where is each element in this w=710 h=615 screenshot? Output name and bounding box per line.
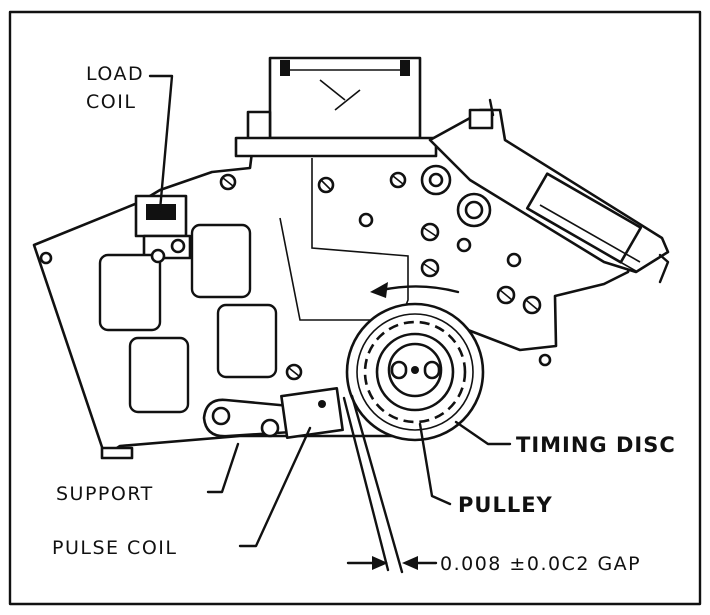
motor-housing — [234, 56, 438, 158]
label-load-coil-line1: LOAD — [86, 63, 144, 85]
leader-lines — [148, 74, 512, 548]
side-bracket — [428, 98, 670, 284]
pulley — [387, 342, 443, 398]
rotation-arrow-icon — [370, 282, 460, 298]
label-pulley: PULLEY — [458, 493, 553, 517]
support-arm — [202, 398, 294, 438]
plate-windows — [98, 223, 278, 414]
gap-feeler — [342, 394, 404, 574]
plate-foot — [100, 446, 134, 460]
label-load-coil-line2: COIL — [86, 91, 136, 113]
screw-icon — [39, 164, 552, 381]
border-frame — [8, 10, 702, 606]
pulse-coil — [280, 387, 344, 439]
label-gap: 0.008 ±0.0C2 GAP — [440, 553, 641, 575]
harness-line-2 — [279, 217, 370, 321]
dimension-arrow-icon — [346, 556, 438, 570]
label-support: SUPPORT — [56, 483, 154, 505]
label-timing-disc: TIMING DISC — [516, 433, 676, 457]
label-pulse-coil: PULSE COIL — [52, 537, 177, 559]
